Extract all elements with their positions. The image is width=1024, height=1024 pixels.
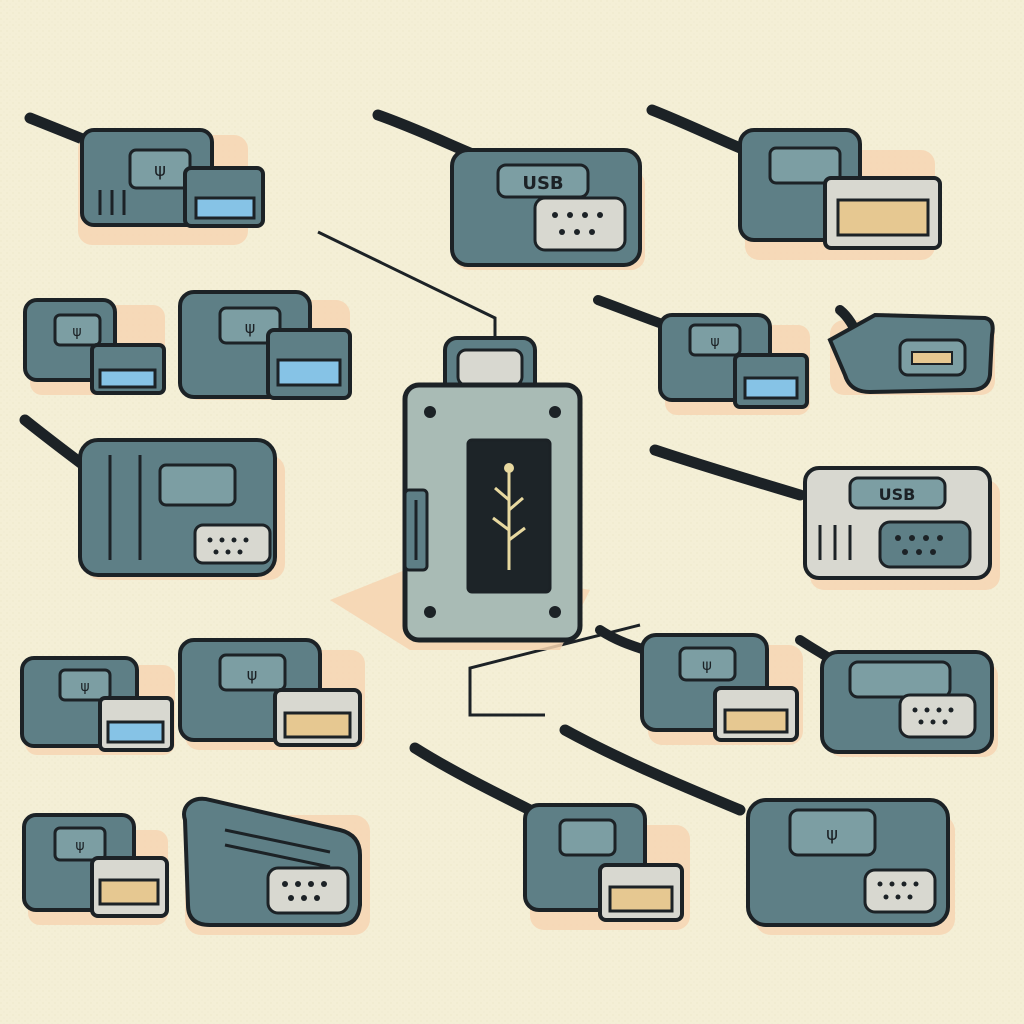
usb-a-blue-plug: ψ: [24, 112, 265, 245]
usb-a-gold-lower-mid: ψ: [178, 638, 365, 750]
usb-icon: ψ: [247, 665, 258, 684]
central-usb-adapter: [330, 336, 590, 650]
usb-a-blue-medium: ψ: [178, 290, 352, 400]
usb-icon: ψ: [154, 160, 166, 181]
usb-icon: ψ: [710, 334, 719, 350]
usb-a-gold-plug: [646, 104, 942, 260]
db9-serial-bottom-left: [182, 796, 370, 935]
db9-serial-plug-labeled: USB: [372, 109, 645, 270]
usb-a-gold-bottom-mid: [409, 742, 690, 930]
db9-serial-plug-left: [19, 414, 285, 580]
usb-a-gold-lower-left: ψ: [20, 656, 175, 755]
usb-label-text: USB: [522, 173, 563, 194]
usb-icon: ψ: [72, 324, 81, 340]
usb-icon: ψ: [245, 318, 256, 337]
usb-trident-icon: [492, 470, 526, 570]
db9-serial-lower-right: [795, 635, 998, 757]
db9-serial-plug-right-labeled: USB: [649, 444, 1000, 590]
usb-a-gold-bottom-left: ψ: [22, 813, 169, 925]
db9-serial-bottom-right: ψ: [559, 724, 955, 935]
usb-icon: ψ: [75, 838, 84, 854]
usb-a-gold-lower-right: ψ: [595, 625, 803, 745]
usb-a-blue-small: ψ: [23, 298, 166, 395]
usb-label-text: USB: [879, 485, 916, 504]
usb-icon: ψ: [826, 824, 838, 845]
usb-icon: ψ: [80, 679, 89, 695]
right-angle-connector: [827, 305, 995, 395]
usb-a-blue-right: ψ: [593, 295, 810, 415]
usb-icon: ψ: [702, 656, 712, 674]
